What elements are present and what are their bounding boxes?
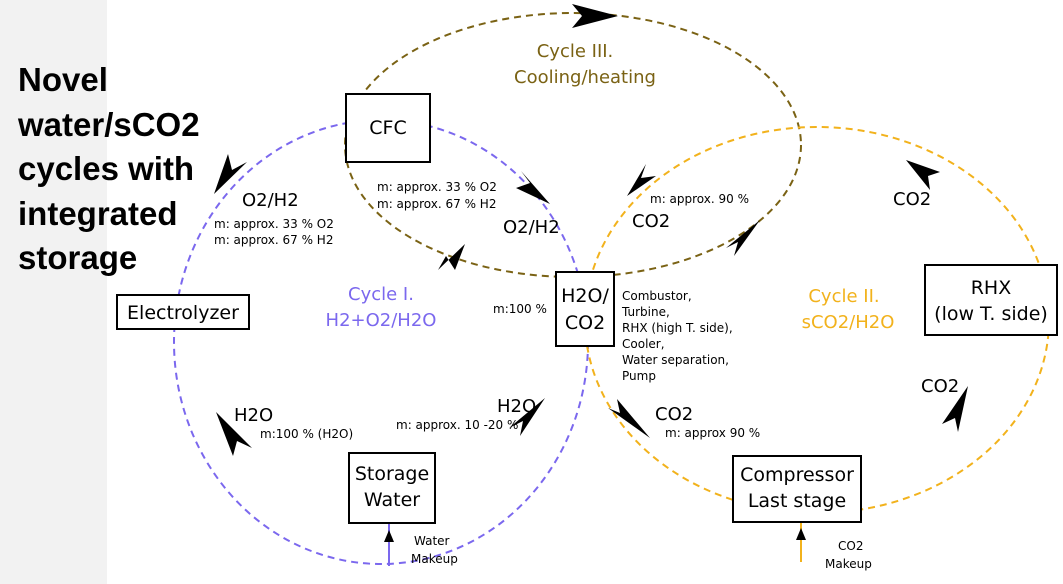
cycle-1-subtitle: H2+O2/H2O [326,310,437,331]
co2-right-top-label: CO2 [893,189,931,210]
h2o-left-m: m:100 % (H2O) [260,427,353,441]
combustor-step-4: Cooler, [622,337,665,351]
flow-arrow-co2-right-top [906,160,940,190]
water-makeup-label-2: Makeup [411,552,458,566]
combustor-label-2: CO2 [565,312,605,334]
o2h2-left-m2: m: approx. 67 % H2 [214,233,333,247]
headline-line-3: cycles with [18,150,195,187]
cycle-3-loop [344,12,802,278]
combustor-step-2: Turbine, [621,305,670,319]
water-makeup-arrow [384,530,394,542]
co2-bottom-m: m: approx 90 % [665,426,760,440]
water-makeup-label-1: Water [414,534,450,548]
co2-makeup-arrow [796,528,806,540]
o2h2-right-m1: m: approx. 33 % O2 [377,180,497,194]
cycle-3-title: Cycle III. [537,41,614,62]
flow-arrow-o2h2-right [516,171,550,204]
cycle-1-title: Cycle I. [348,284,414,305]
headline-line-4: integrated [18,194,178,232]
cfc-box [345,93,431,163]
flow-arrow-h2o-right [509,398,545,436]
h2o-right-m: m: approx. 10 -20 % [396,418,518,432]
combustor-step-3: RHX (high T. side), [622,321,733,335]
co2-makeup-label-2: Makeup [825,557,872,571]
co2-makeup-label-1: CO2 [838,539,863,553]
rhx-label-2: (low T. side) [934,303,1048,325]
electrolyzer-box [116,294,250,330]
combustor-label-1: H2O/ [561,285,609,307]
co2-top-label: CO2 [632,211,670,232]
flow-arrow-co2-bottom [608,399,650,438]
rhx-label-1: RHX [971,277,1012,299]
flow-arrow-h2o-left [216,412,252,456]
cfc-label: CFC [369,117,406,139]
o2h2-right-m2: m: approx. 67 % H2 [377,197,496,211]
flow-arrow-cycle3-right [726,220,760,256]
electrolyzer-label: Electrolyzer [127,302,239,324]
flow-arrow-co2-right-bottom [942,386,968,432]
sidebar-panel [0,0,107,584]
cycle-3-subtitle: Cooling/heating [514,67,656,88]
flow-arrow-top [572,4,618,28]
flow-arrow-return-cycle3 [438,244,465,270]
compressor-label-2: Last stage [748,490,846,512]
o2h2-left-m1: m: approx. 33 % O2 [214,217,334,231]
h2o-right-label: H2O [497,396,536,417]
co2-top-m: m: approx. 90 % [650,192,749,206]
headline-line-5: storage [18,239,138,276]
m100-label: m:100 % [493,302,547,316]
storage-label-2: Water [364,489,420,511]
co2-bottom-label: CO2 [655,404,693,425]
storage-water-box [348,452,436,524]
co2-right-bottom-label: CO2 [921,376,959,397]
combustor-step-5: Water separation, [622,353,729,367]
rhx-box [924,264,1058,336]
headline-line-2: water/sCO2 [18,105,200,143]
headline-line-1: Novel [18,61,108,98]
cycle-2-subtitle: sCO2/H2O [802,312,895,333]
combustor-box [555,271,615,347]
combustor-step-6: Pump [622,369,656,383]
cycle-2-title: Cycle II. [808,286,879,307]
h2o-left-label: H2O [234,405,273,426]
headline: Novel water/sCO2 cycles with integrated … [18,58,248,281]
compressor-label-1: Compressor [740,464,854,486]
storage-label-1: Storage [355,463,429,485]
compressor-box [732,455,862,523]
combustor-step-1: Combustor, [622,289,692,303]
o2h2-left-label: O2/H2 [242,190,299,211]
o2h2-right-label: O2/H2 [503,217,560,238]
flow-arrow-co2-top [627,164,656,196]
flow-arrow-o2h2-left [214,154,247,194]
